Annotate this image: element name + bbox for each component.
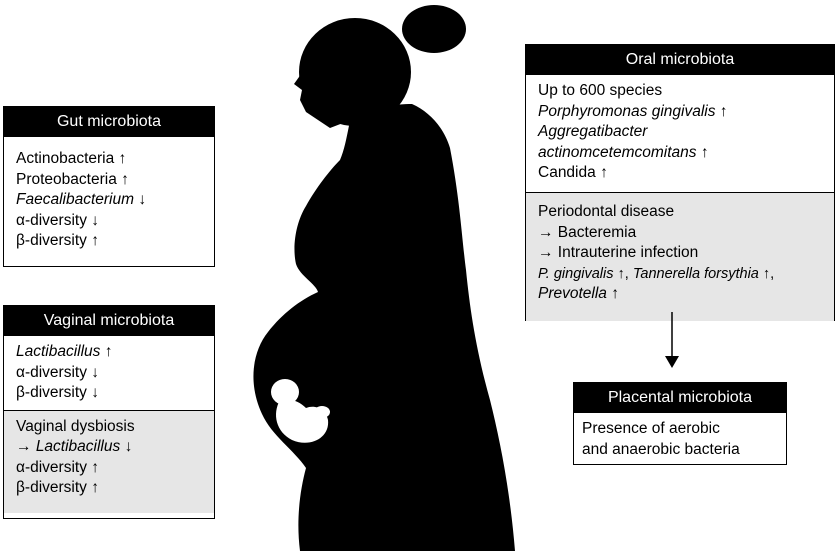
oral-microbiota-title: Oral microbiota	[526, 45, 834, 75]
list-item: β-diversity ↑	[16, 479, 99, 496]
oral-microbiota-list: Up to 600 species Porphyromonas gingival…	[526, 75, 834, 192]
face-profile	[294, 70, 356, 128]
list-item: α-diversity ↑	[16, 458, 100, 476]
placental-microbiota-text: Presence of aerobic and anaerobic bacter…	[582, 420, 740, 458]
list-item: Prevotella ↑	[538, 285, 619, 302]
list-item: actinomcetemcomitans ↑	[538, 143, 709, 161]
list-item: → Intrauterine infection	[538, 244, 699, 261]
list-item: β-diversity ↑	[16, 232, 99, 249]
vaginal-microbiota-box: Vaginal microbiota Lactibacillus ↑ α-div…	[3, 305, 215, 519]
list-item: Aggregatibacter	[538, 123, 648, 140]
list-item: Proteobacteria ↑	[16, 170, 129, 188]
list-item: Up to 600 species	[538, 82, 663, 99]
list-item: Candida ↑	[538, 164, 608, 181]
list-item: → Lactibacillus ↓	[16, 438, 133, 455]
vaginal-microbiota-list: Lactibacillus ↑ α-diversity ↓ β-diversit…	[4, 336, 214, 410]
vaginal-microbiota-title: Vaginal microbiota	[4, 306, 214, 336]
vaginal-dysbiosis-title: Vaginal dysbiosis	[16, 417, 135, 435]
gut-microbiota-box: Gut microbiota Actinobacteria ↑ Proteoba…	[3, 106, 215, 267]
list-item: α-diversity ↓	[16, 363, 100, 381]
list-item: β-diversity ↓	[16, 384, 99, 401]
list-item: Lactibacillus ↑	[16, 343, 113, 360]
placental-microbiota-title: Placental microbiota	[574, 383, 786, 413]
list-item: P. gingivalis ↑, Tannerella forsythia ↑,	[538, 265, 775, 282]
list-item: α-diversity ↓	[16, 211, 100, 229]
list-item: Actinobacteria ↑	[16, 150, 127, 167]
list-item: Porphyromonas gingivalis ↑	[538, 102, 728, 120]
hair-bun	[402, 5, 466, 53]
list-item: → Bacteremia	[538, 223, 637, 241]
gut-microbiota-list: Actinobacteria ↑ Proteobacteria ↑ Faecal…	[4, 137, 214, 258]
periodontal-disease-section: Periodontal disease → Bacteremia → Intra…	[526, 192, 834, 321]
gut-microbiota-title: Gut microbiota	[4, 107, 214, 137]
vaginal-dysbiosis-section: Vaginal dysbiosis → Lactibacillus ↓ α-di…	[4, 409, 214, 513]
placental-microbiota-box: Placental microbiota Presence of aerobic…	[573, 382, 787, 465]
oral-microbiota-box: Oral microbiota Up to 600 species Porphy…	[525, 44, 835, 321]
periodontal-disease-title: Periodontal disease	[538, 203, 675, 220]
list-item: Faecalibacterium ↓	[16, 191, 147, 208]
body	[253, 104, 515, 551]
fetus-icon	[271, 379, 330, 443]
